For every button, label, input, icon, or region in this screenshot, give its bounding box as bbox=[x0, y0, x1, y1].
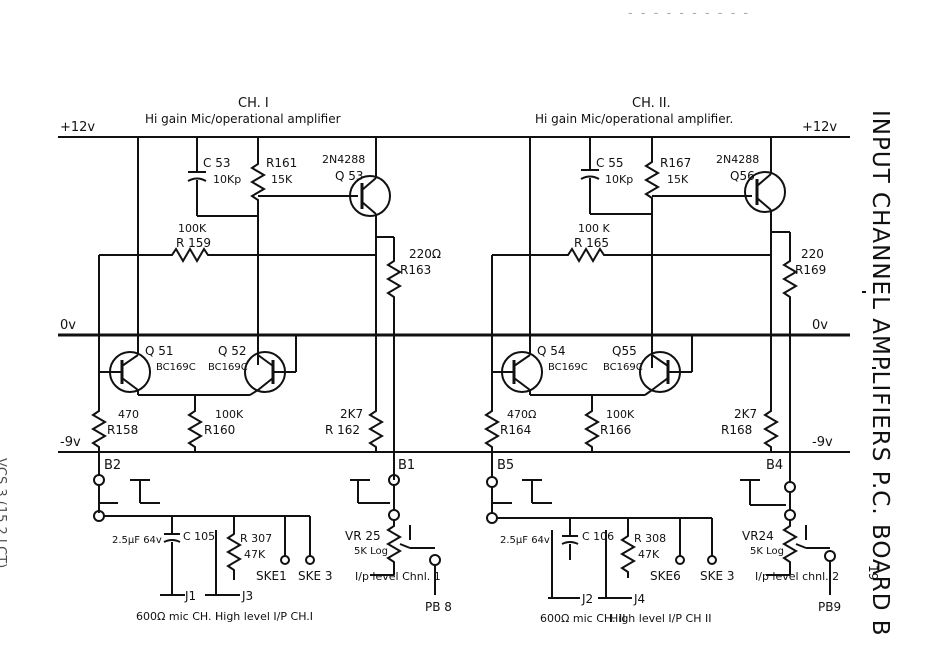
r159-value: 100K bbox=[178, 222, 207, 235]
j4-label: J4 bbox=[633, 592, 645, 606]
ch2-subtitle: Hi gain Mic/operational amplifier. bbox=[535, 112, 733, 126]
ch1-high-level-label: High level I/P CH.I bbox=[215, 610, 313, 623]
j3-label: J3 bbox=[241, 589, 253, 603]
r308-value: 47K bbox=[638, 548, 660, 561]
r169-ref: R169 bbox=[795, 263, 826, 277]
q51-ref: Q 51 bbox=[145, 344, 174, 358]
ch1-level-label: I/p level Chnl. 1 bbox=[355, 570, 441, 583]
q52-ref: Q 52 bbox=[218, 344, 247, 358]
c53-value: 10Kp bbox=[213, 173, 241, 186]
rail-zero-label-right: 0v bbox=[812, 318, 828, 333]
b4-label: B4 bbox=[766, 458, 783, 473]
ch1-title: CH. I bbox=[238, 96, 269, 111]
q56-part: 2N4288 bbox=[716, 153, 759, 166]
b1-label: B1 bbox=[398, 458, 415, 473]
channel-2-circuit bbox=[485, 137, 836, 599]
q54-part: BC169C bbox=[548, 362, 588, 373]
c106-ref: C 106 bbox=[582, 530, 614, 543]
c53-ref: C 53 bbox=[203, 156, 230, 170]
c105-value: 2.5μF 64v bbox=[112, 535, 162, 546]
ch1-mic-label: 600Ω mic CH. I bbox=[136, 610, 218, 623]
r167-ref: R167 bbox=[660, 156, 691, 170]
r164-value: 470Ω bbox=[507, 408, 536, 421]
r160-ref: R160 bbox=[204, 423, 235, 437]
r158-value: 470 bbox=[118, 408, 139, 421]
c105-ref: C 105 bbox=[183, 530, 215, 543]
b5-label: B5 bbox=[497, 458, 514, 473]
channel-1-circuit bbox=[92, 137, 441, 596]
rail-plus-label-left: +12v bbox=[60, 120, 95, 135]
q51-part: BC169C bbox=[156, 362, 196, 373]
q55-ref: Q55 bbox=[612, 344, 637, 358]
ske3-label-ch2: SKE 3 bbox=[700, 569, 735, 583]
j1-label: J1 bbox=[184, 589, 196, 603]
r164-ref: R164 bbox=[500, 423, 531, 437]
r307-value: 47K bbox=[244, 548, 266, 561]
r160-value: 100K bbox=[215, 408, 244, 421]
r159-ref: R 159 bbox=[176, 236, 211, 250]
r166-value: 100K bbox=[606, 408, 635, 421]
rail-minus-label-right: -9v bbox=[812, 435, 833, 450]
c55-ref: C 55 bbox=[596, 156, 623, 170]
r168-ref: R168 bbox=[721, 423, 752, 437]
ske3-label-ch1: SKE 3 bbox=[298, 569, 333, 583]
r163-value: 220Ω bbox=[409, 247, 441, 261]
r165-value: 100 K bbox=[578, 222, 610, 235]
vr25-ref: VR 25 bbox=[345, 529, 381, 543]
r163-ref: R163 bbox=[400, 263, 431, 277]
supply-rails bbox=[58, 136, 850, 453]
r158-ref: R158 bbox=[107, 423, 138, 437]
q53-part: 2N4288 bbox=[322, 153, 365, 166]
r161-value: 15K bbox=[271, 173, 293, 186]
r162-value: 2K7 bbox=[340, 407, 363, 421]
ske1-label: SKE1 bbox=[256, 569, 287, 583]
ske6-label: SKE6 bbox=[650, 569, 681, 583]
ch2-level-label: I/p level chnl. 2 bbox=[755, 570, 839, 583]
c106-value: 2.5μF 64v bbox=[500, 535, 550, 546]
vr24-ref: VR24 bbox=[742, 529, 774, 543]
rail-minus-label-left: -9v bbox=[60, 435, 81, 450]
r308-ref: R 308 bbox=[634, 532, 666, 545]
pb8-label: PB 8 bbox=[425, 600, 452, 614]
j2-label: J2 bbox=[581, 592, 593, 606]
q52-part: BC169C bbox=[208, 362, 248, 373]
vr25-value: 5K Log bbox=[354, 546, 388, 557]
top-reference-text: - - - - - - - - - - bbox=[628, 6, 751, 21]
rail-plus-label-right: +12v bbox=[802, 120, 837, 135]
b2-label: B2 bbox=[104, 458, 121, 473]
r169-value: 220 bbox=[801, 247, 824, 261]
ch2-title: CH. II. bbox=[632, 96, 671, 111]
r167-value: 15K bbox=[667, 173, 689, 186]
q54-ref: Q 54 bbox=[537, 344, 566, 358]
q55-part: BC169C bbox=[603, 362, 643, 373]
r161-ref: R161 bbox=[266, 156, 297, 170]
rail-zero-label-left: 0v bbox=[60, 318, 76, 333]
r165-ref: R 165 bbox=[574, 236, 609, 250]
q56-ref: Q56 bbox=[730, 169, 755, 183]
q53-ref: Q 53 bbox=[335, 169, 364, 183]
r162-ref: R 162 bbox=[325, 423, 360, 437]
pb9-label: PB9 bbox=[818, 600, 841, 614]
c55-value: 10Kp bbox=[605, 173, 633, 186]
ch1-subtitle: Hi gain Mic/operational amplifier bbox=[145, 112, 341, 126]
r307-ref: R 307 bbox=[240, 532, 272, 545]
r166-ref: R166 bbox=[600, 423, 631, 437]
ch2-high-level-label: High level I/P CH II bbox=[610, 612, 711, 625]
vr24-value: 5K Log bbox=[750, 546, 784, 557]
r168-value: 2K7 bbox=[734, 407, 757, 421]
ch2-mic-label: 600Ω mic CH. II bbox=[540, 612, 625, 625]
margin-marks bbox=[862, 291, 876, 369]
